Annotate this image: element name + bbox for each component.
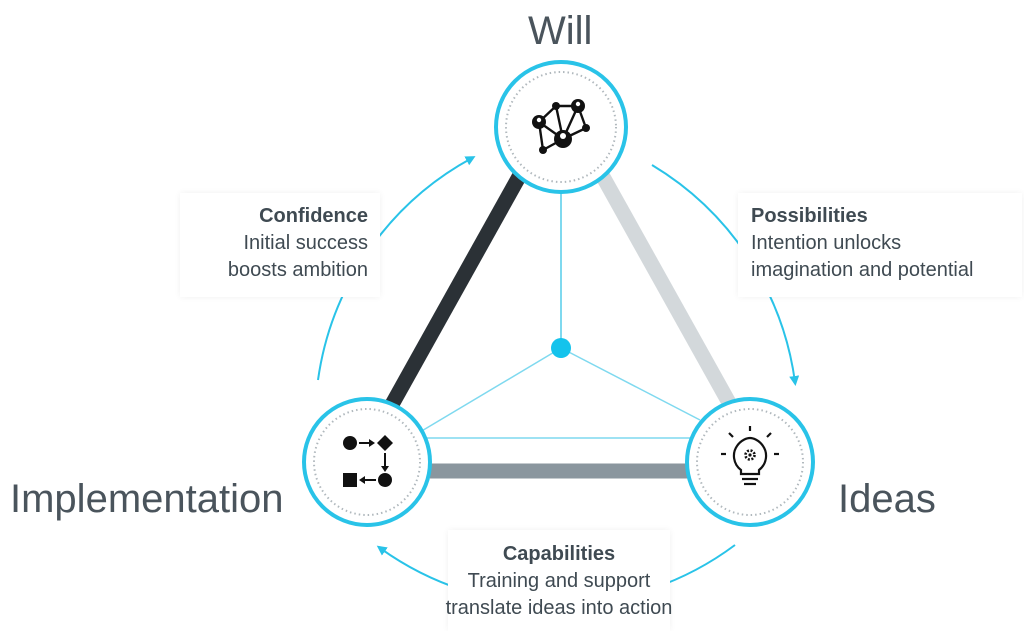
possibilities-line-2: imagination and potential — [751, 259, 974, 281]
possibilities-line-1: Intention unlocks — [751, 232, 902, 254]
capabilities-line-1: Training and support — [467, 570, 651, 592]
network-people-icon — [532, 99, 590, 154]
confidence-note: Confidence Initial success boosts ambiti… — [180, 193, 380, 297]
will-title: Will — [528, 9, 593, 53]
confidence-heading: Confidence — [259, 205, 368, 227]
spoke-ideas — [560, 347, 701, 421]
confidence-line-2: boosts ambition — [227, 259, 368, 281]
center-dot — [551, 338, 571, 358]
edge-will-implementation — [383, 171, 527, 412]
ideas-title: Ideas — [838, 477, 936, 521]
possibilities-heading: Possibilities — [751, 205, 868, 227]
possibilities-note: Possibilities Intention unlocks imaginat… — [738, 193, 1022, 297]
spoke-implementation — [419, 347, 562, 433]
capabilities-note: Capabilities Training and support transl… — [446, 530, 672, 631]
edge-will-ideas — [595, 171, 739, 412]
confidence-line-1: Initial success — [243, 232, 369, 254]
lightbulb-gear-icon — [721, 426, 779, 486]
ideas-node — [685, 397, 815, 527]
capabilities-line-2: translate ideas into action — [445, 597, 673, 619]
will-node — [494, 60, 628, 194]
process-flow-icon — [343, 435, 393, 487]
capabilities-heading: Capabilities — [502, 543, 616, 565]
implementation-node — [302, 397, 432, 527]
implementation-title: Implementation — [10, 477, 284, 521]
